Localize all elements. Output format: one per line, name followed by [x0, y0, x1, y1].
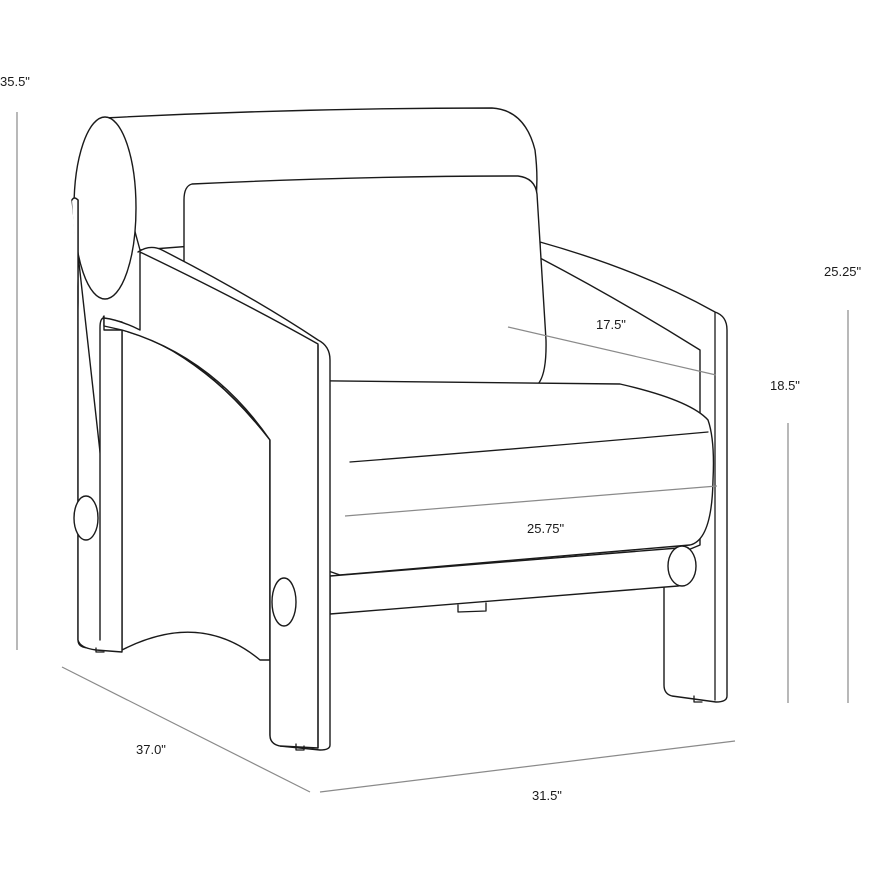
dimension-labels: 35.5" 25.25" 18.5" 17.5" 25.75" 37.0" 31…	[0, 74, 862, 803]
left-front-arm-face	[103, 251, 319, 749]
overall-width-label: 31.5"	[532, 788, 562, 803]
overall-height-label: 35.5"	[0, 74, 30, 89]
armchair-drawing	[71, 107, 728, 751]
right-side-panel	[539, 241, 728, 703]
left-front-leg-bolt	[271, 577, 297, 627]
seat-depth-line	[507, 326, 717, 376]
arm-height-label: 25.25"	[824, 264, 862, 279]
overall-depth-line	[61, 666, 311, 793]
bolster-end-cap	[73, 116, 137, 300]
overall-depth-label: 37.0"	[136, 742, 166, 757]
overall-width-line	[319, 740, 736, 793]
dimension-lines	[16, 112, 849, 793]
seat-height-label: 18.5"	[770, 378, 800, 393]
left-rear-leg-bolt	[73, 495, 99, 541]
seat-width-line	[344, 485, 718, 517]
seat-depth-label: 17.5"	[596, 317, 626, 332]
seat-width-label: 25.75"	[527, 521, 565, 536]
